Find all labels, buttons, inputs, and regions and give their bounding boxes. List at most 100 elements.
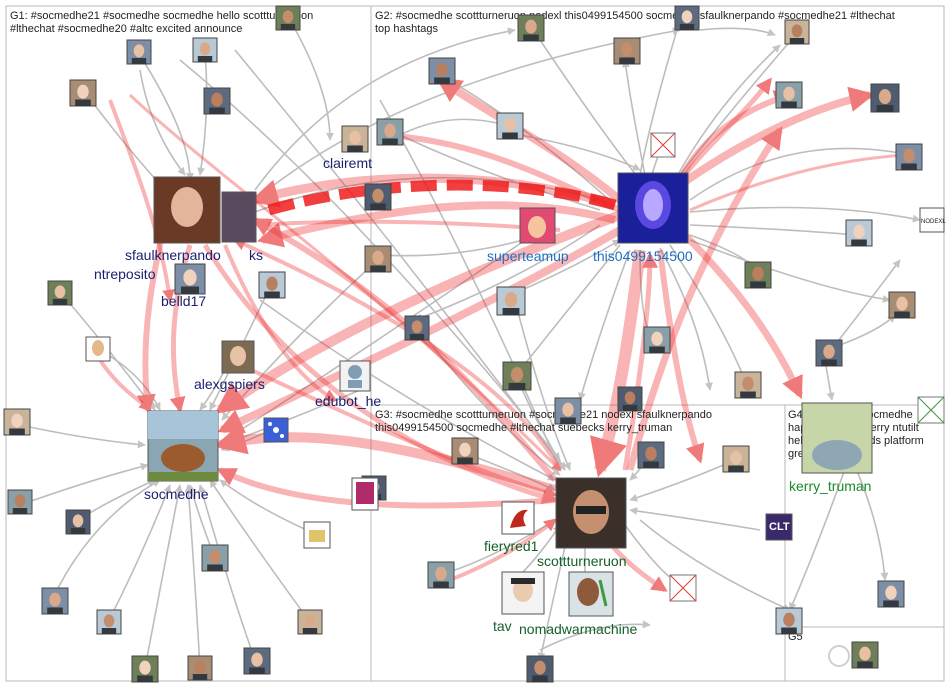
special-avatars: CLT NODEXL: [85, 132, 946, 667]
label-tav[interactable]: tav: [493, 618, 512, 634]
avatar-node[interactable]: [888, 291, 916, 319]
avatar-node[interactable]: [643, 326, 671, 354]
group-g3-line: this0499154500 socmedhe #lthechat suebec…: [375, 422, 672, 434]
avatar-node[interactable]: [96, 609, 122, 635]
avatar-node[interactable]: [187, 655, 213, 681]
avatar-node[interactable]: [815, 339, 843, 367]
avatar-node[interactable]: [613, 37, 641, 65]
avatar-node[interactable]: [554, 397, 582, 425]
avatar-node[interactable]: [297, 609, 323, 635]
avatar-node[interactable]: [517, 14, 545, 42]
avatar-node[interactable]: [775, 81, 803, 109]
avatar-node[interactable]: [376, 118, 404, 146]
avatar-node[interactable]: [637, 441, 665, 469]
avatar-superteamup[interactable]: [519, 207, 556, 244]
group-g1-box: [5, 5, 372, 682]
avatar-node[interactable]: [341, 125, 369, 153]
label-scottturneruon[interactable]: scottturneruon: [537, 553, 627, 569]
avatar-node[interactable]: [451, 437, 479, 465]
strong-dashed-edge: [260, 179, 617, 218]
avatar-node[interactable]: [722, 445, 750, 473]
avatar-node[interactable]: [41, 587, 69, 615]
avatar-node[interactable]: [201, 544, 229, 572]
avatar-node[interactable]: [69, 79, 97, 107]
avatar-node[interactable]: [203, 87, 231, 115]
avatar-node[interactable]: [428, 57, 456, 85]
missing-image-icon: [650, 132, 676, 158]
label-superteamup[interactable]: superteamup: [487, 248, 569, 264]
avatar-node[interactable]: [526, 655, 554, 683]
avatar-node[interactable]: [851, 641, 879, 669]
avatar-node[interactable]: [65, 509, 91, 535]
nodexl-logo-icon[interactable]: NODEXL: [919, 207, 946, 233]
avatar-node[interactable]: [617, 386, 643, 412]
avatar-sfaulknerpando[interactable]: [153, 176, 257, 244]
group-g1-line: #lthechat #socmedhe20 #altc excited anno…: [10, 23, 242, 35]
avatar-node[interactable]: [784, 19, 810, 45]
avatar-node[interactable]: [744, 261, 772, 289]
label-ks[interactable]: ks: [249, 247, 263, 263]
avatar-node[interactable]: [502, 361, 532, 391]
avatar-scottturneruon[interactable]: [555, 477, 627, 549]
avatar-node[interactable]: [192, 37, 218, 63]
avatar-socmedhe[interactable]: [147, 410, 219, 482]
university-logo-icon[interactable]: [303, 521, 331, 549]
label-clairemt[interactable]: clairemt: [323, 155, 372, 171]
avatar-node[interactable]: [364, 183, 392, 211]
label-alexgspiers[interactable]: alexgspiers: [194, 376, 265, 392]
avatar-placeholder-icon[interactable]: [85, 336, 111, 362]
avatar-node[interactable]: [404, 315, 430, 341]
avatar-nomadwarmachine[interactable]: [568, 571, 614, 617]
group-g5-box: [784, 626, 945, 682]
avatar-fieryred1[interactable]: [501, 501, 535, 535]
avatar-node[interactable]: [47, 280, 73, 306]
avatar-node[interactable]: [845, 219, 873, 247]
network-logo-icon[interactable]: [263, 417, 289, 443]
avatar-node[interactable]: [870, 83, 900, 113]
avatar-node[interactable]: [131, 655, 159, 683]
clt-logo-icon[interactable]: CLT: [765, 513, 793, 541]
avatar-node[interactable]: [895, 143, 923, 171]
avatar-node[interactable]: [174, 263, 206, 295]
group-g1-line: G1: #socmedhe21 #socmedhe socmedhe hello…: [10, 10, 313, 22]
missing-image-icon: [917, 396, 945, 424]
university-logo-icon[interactable]: [351, 477, 379, 511]
avatar-node[interactable]: [3, 408, 31, 436]
label-this0499154500[interactable]: this0499154500: [593, 248, 693, 264]
avatar-this0499154500[interactable]: [617, 172, 689, 244]
avatar-node[interactable]: [364, 245, 392, 273]
svg-text:NODEXL: NODEXL: [921, 219, 946, 225]
avatar-node[interactable]: [7, 489, 33, 515]
avatar-node[interactable]: [674, 5, 700, 31]
avatar-node[interactable]: [275, 5, 301, 31]
node-labels: sfaulknerpando ks ntreposito belld17 cla…: [94, 155, 871, 637]
avatar-tav[interactable]: [501, 571, 545, 615]
label-edubot_he[interactable]: edubot_he: [315, 393, 381, 409]
avatar-alexgspiers[interactable]: [221, 340, 255, 374]
label-belld17[interactable]: belld17: [161, 293, 206, 309]
group-g3-line: G3: #socmedhe scottturneruon #socmedhe21…: [375, 409, 712, 421]
avatar-node[interactable]: [734, 371, 762, 399]
label-ntreposito[interactable]: ntreposito: [94, 266, 156, 282]
avatar-node[interactable]: [775, 607, 803, 635]
avatar-node[interactable]: [496, 112, 524, 140]
label-nomadwarmachine[interactable]: nomadwarmachine: [519, 621, 637, 637]
group-g1-text: G1: #socmedhe21 #socmedhe socmedhe hello…: [10, 10, 313, 35]
group-g3-text: G3: #socmedhe scottturneruon #socmedhe21…: [375, 409, 712, 434]
avatar-node[interactable]: [427, 561, 455, 589]
label-kerry_truman[interactable]: kerry_truman: [789, 478, 871, 494]
label-sfaulknerpando[interactable]: sfaulknerpando: [125, 247, 221, 263]
label-fieryred1[interactable]: fieryred1: [484, 538, 539, 554]
group-g2-line: G2: #socmedhe scottturneruon nodexl this…: [375, 10, 895, 22]
avatar-edubot_he[interactable]: [339, 360, 371, 392]
avatar-node[interactable]: [877, 580, 905, 608]
svg-text:CLT: CLT: [769, 521, 790, 533]
avatar-node[interactable]: [496, 286, 526, 316]
avatar-node[interactable]: [258, 271, 286, 299]
avatar-node[interactable]: [126, 39, 152, 65]
avatar-kerry_truman[interactable]: [801, 402, 873, 474]
avatar-node[interactable]: [243, 647, 271, 675]
label-socmedhe[interactable]: socmedhe: [144, 486, 209, 502]
